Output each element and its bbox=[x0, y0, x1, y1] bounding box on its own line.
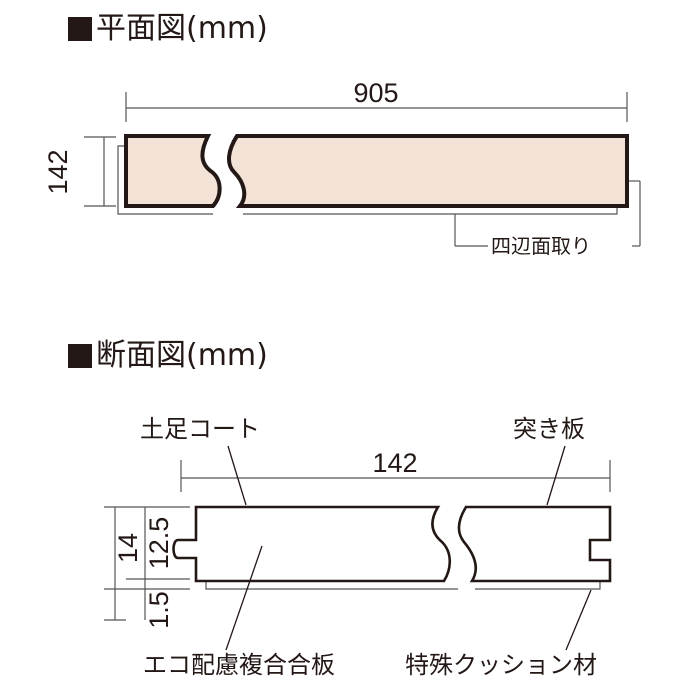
cushion-label: 特殊クッション材 bbox=[405, 651, 597, 679]
section-board-left bbox=[172, 505, 452, 583]
veneer-label: 突き板 bbox=[513, 415, 585, 443]
thickness-main-label: 12.5 bbox=[144, 517, 174, 570]
section-leaders bbox=[225, 445, 592, 651]
section-view-title: 断面図(mm) bbox=[96, 338, 268, 373]
plan-board-right bbox=[227, 134, 629, 208]
square-bullet-icon bbox=[68, 344, 92, 368]
plan-length-label: 905 bbox=[353, 78, 398, 108]
cushion-layer bbox=[205, 581, 601, 590]
section-width-dimension bbox=[180, 460, 611, 492]
section-thickness-dimensions bbox=[104, 506, 190, 621]
section-width-label: 142 bbox=[372, 448, 417, 478]
plan-width-label: 142 bbox=[43, 149, 73, 194]
square-bullet-icon bbox=[68, 17, 92, 41]
plan-width-dimension bbox=[84, 136, 116, 207]
top-coat-label: 土足コート bbox=[140, 415, 260, 443]
section-view: 142 14 12.5 1.5 bbox=[104, 415, 612, 679]
section-board-right bbox=[457, 505, 612, 583]
thickness-cushion-label: 1.5 bbox=[144, 591, 174, 629]
chamfer-outline bbox=[117, 145, 641, 247]
plan-view: 905 142 四辺面取り bbox=[43, 78, 641, 258]
thickness-total-label: 14 bbox=[113, 533, 143, 563]
plan-board-left bbox=[124, 134, 222, 208]
chamfer-label: 四辺面取り bbox=[491, 234, 591, 258]
plan-view-title: 平面図(mm) bbox=[96, 11, 268, 46]
core-label: エコ配慮複合合板 bbox=[143, 651, 335, 679]
plan-view-heading: 平面図(mm) bbox=[68, 14, 268, 44]
section-view-heading: 断面図(mm) bbox=[68, 341, 268, 371]
plan-length-dimension bbox=[125, 92, 628, 122]
